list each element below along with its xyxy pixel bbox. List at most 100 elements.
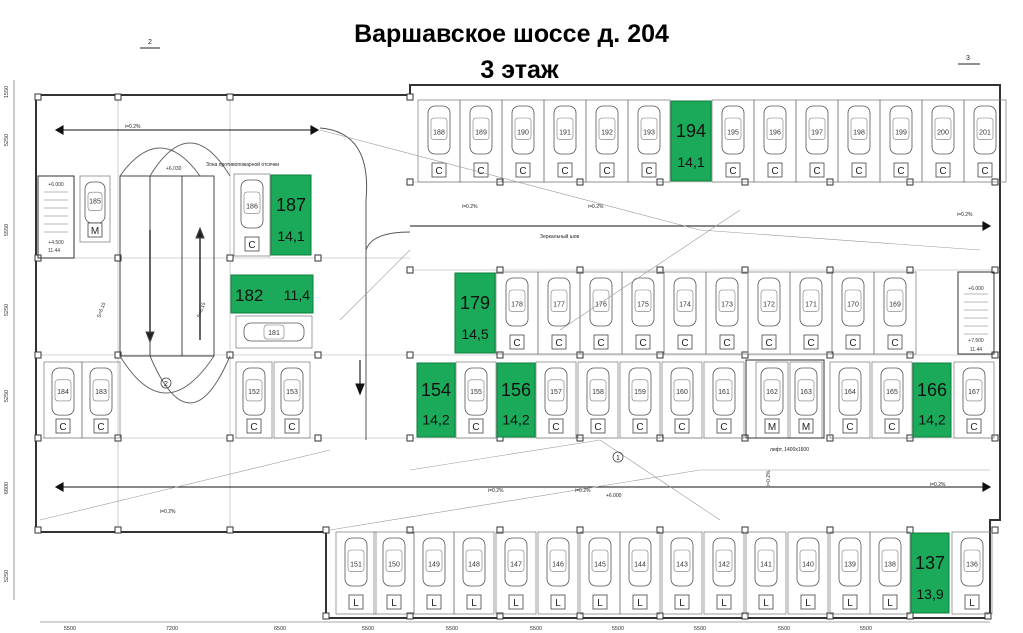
column-marker [984, 612, 992, 620]
spot-type-letter: C [771, 166, 778, 177]
parking-spot-181[interactable]: 181 [235, 315, 313, 349]
spot-type-letter: C [897, 166, 904, 177]
slope-label: i=0.2% [957, 212, 973, 218]
spot-type-letter: L [555, 598, 561, 609]
spot-number: 185 [89, 199, 101, 206]
spot-number: 200 [937, 129, 949, 136]
column-marker [406, 434, 414, 442]
column-marker [496, 351, 504, 359]
spot-number: 142 [718, 561, 730, 568]
column-marker [991, 351, 999, 359]
spot-number: 188 [433, 129, 445, 136]
spot-number: 170 [847, 301, 859, 308]
spot-number: 173 [721, 301, 733, 308]
column-marker [906, 351, 914, 359]
column-marker [114, 526, 122, 534]
spot-area: 14,1 [677, 154, 704, 170]
level-a-bottom: +6.000 [606, 493, 622, 499]
spot-number: 177 [553, 301, 565, 308]
spot-type-letter: M [91, 226, 99, 237]
spot-type-letter: C [846, 422, 853, 433]
column-marker [34, 526, 42, 534]
column-marker [656, 266, 664, 274]
spot-number: 150 [388, 561, 400, 568]
column-marker [826, 351, 834, 359]
spot-type-letter: C [970, 422, 977, 433]
spot-type-letter: C [597, 338, 604, 349]
spot-number: 183 [95, 389, 107, 396]
spot-number: 199 [895, 129, 907, 136]
spot-type-letter: L [969, 598, 975, 609]
spot-number: 182 [235, 286, 263, 305]
column-marker [322, 612, 330, 620]
spot-type-letter: C [594, 422, 601, 433]
spot-number: 148 [468, 561, 480, 568]
bottom-dimension: 5500 [362, 626, 374, 632]
